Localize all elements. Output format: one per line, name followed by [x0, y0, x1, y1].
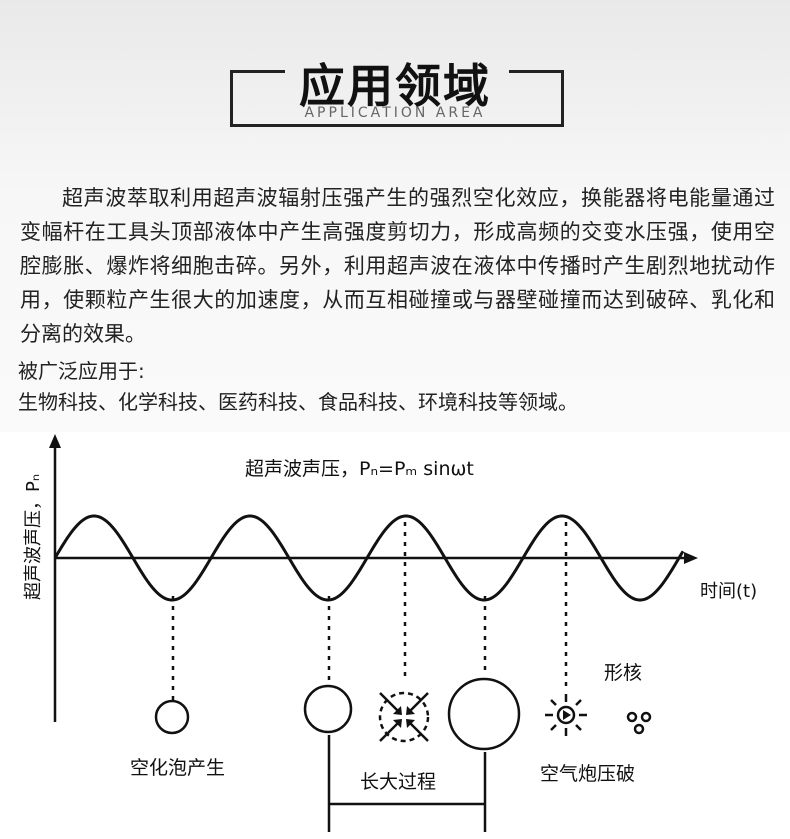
small-bubble-icon [154, 699, 190, 735]
burst-icon [545, 694, 587, 736]
stage-label-collapse: 空气炮压破 [540, 763, 635, 785]
stage-label-generation: 空化泡产生 [130, 757, 225, 779]
applications-block: 被广泛应用于: 生物科技、化学科技、医药科技、食品科技、环境科技等领域。 [18, 356, 778, 418]
header-section: 应用领域 APPLICATION AREA 超声波萃取利用超声波辐射压强产生的强… [0, 0, 790, 432]
page-subtitle: APPLICATION AREA [304, 105, 486, 121]
title-frame [230, 70, 564, 127]
growth-bracket [327, 735, 487, 832]
y-axis-label: 超声波声压，Pₙ [23, 474, 44, 600]
medium-bubble-icon [303, 684, 353, 734]
applications-fields: 生物科技、化学科技、医药科技、食品科技、环境科技等领域。 [18, 390, 578, 414]
title-frame-top-left-rule [233, 70, 285, 73]
x-axis-arrow [684, 552, 698, 564]
y-axis-arrow [49, 434, 61, 448]
large-bubble-icon [447, 677, 521, 751]
x-axis-label: 时间(t) [700, 581, 757, 602]
applications-label: 被广泛应用于: [18, 359, 145, 383]
stage-label-nucleation: 形核 [604, 662, 642, 684]
drop-lines [171, 522, 568, 702]
title-frame-top-right-rule [509, 70, 561, 73]
intro-paragraph: 超声波萃取利用超声波辐射压强产生的强烈空化效应，换能器将电能量通过变幅杆在工具头… [20, 186, 775, 346]
cavitation-diagram-svg: 超声波声压，Pₙ 超声波声压，Pₙ=Pₘ sinωt 时间(t) [23, 434, 757, 832]
sound-pressure-wave [53, 514, 685, 602]
cavitation-diagram: 超声波声压，Pₙ 超声波声压，Pₙ=Pₘ sinωt 时间(t) [0, 432, 790, 835]
page-title: 应用领域 [299, 59, 491, 113]
stage-label-growth: 长大过程 [360, 771, 436, 793]
nuclei-icon [626, 711, 652, 735]
collapsing-bubble-icon [378, 691, 430, 743]
wave-equation-label: 超声波声压，Pₙ=Pₘ sinωt [245, 458, 474, 480]
